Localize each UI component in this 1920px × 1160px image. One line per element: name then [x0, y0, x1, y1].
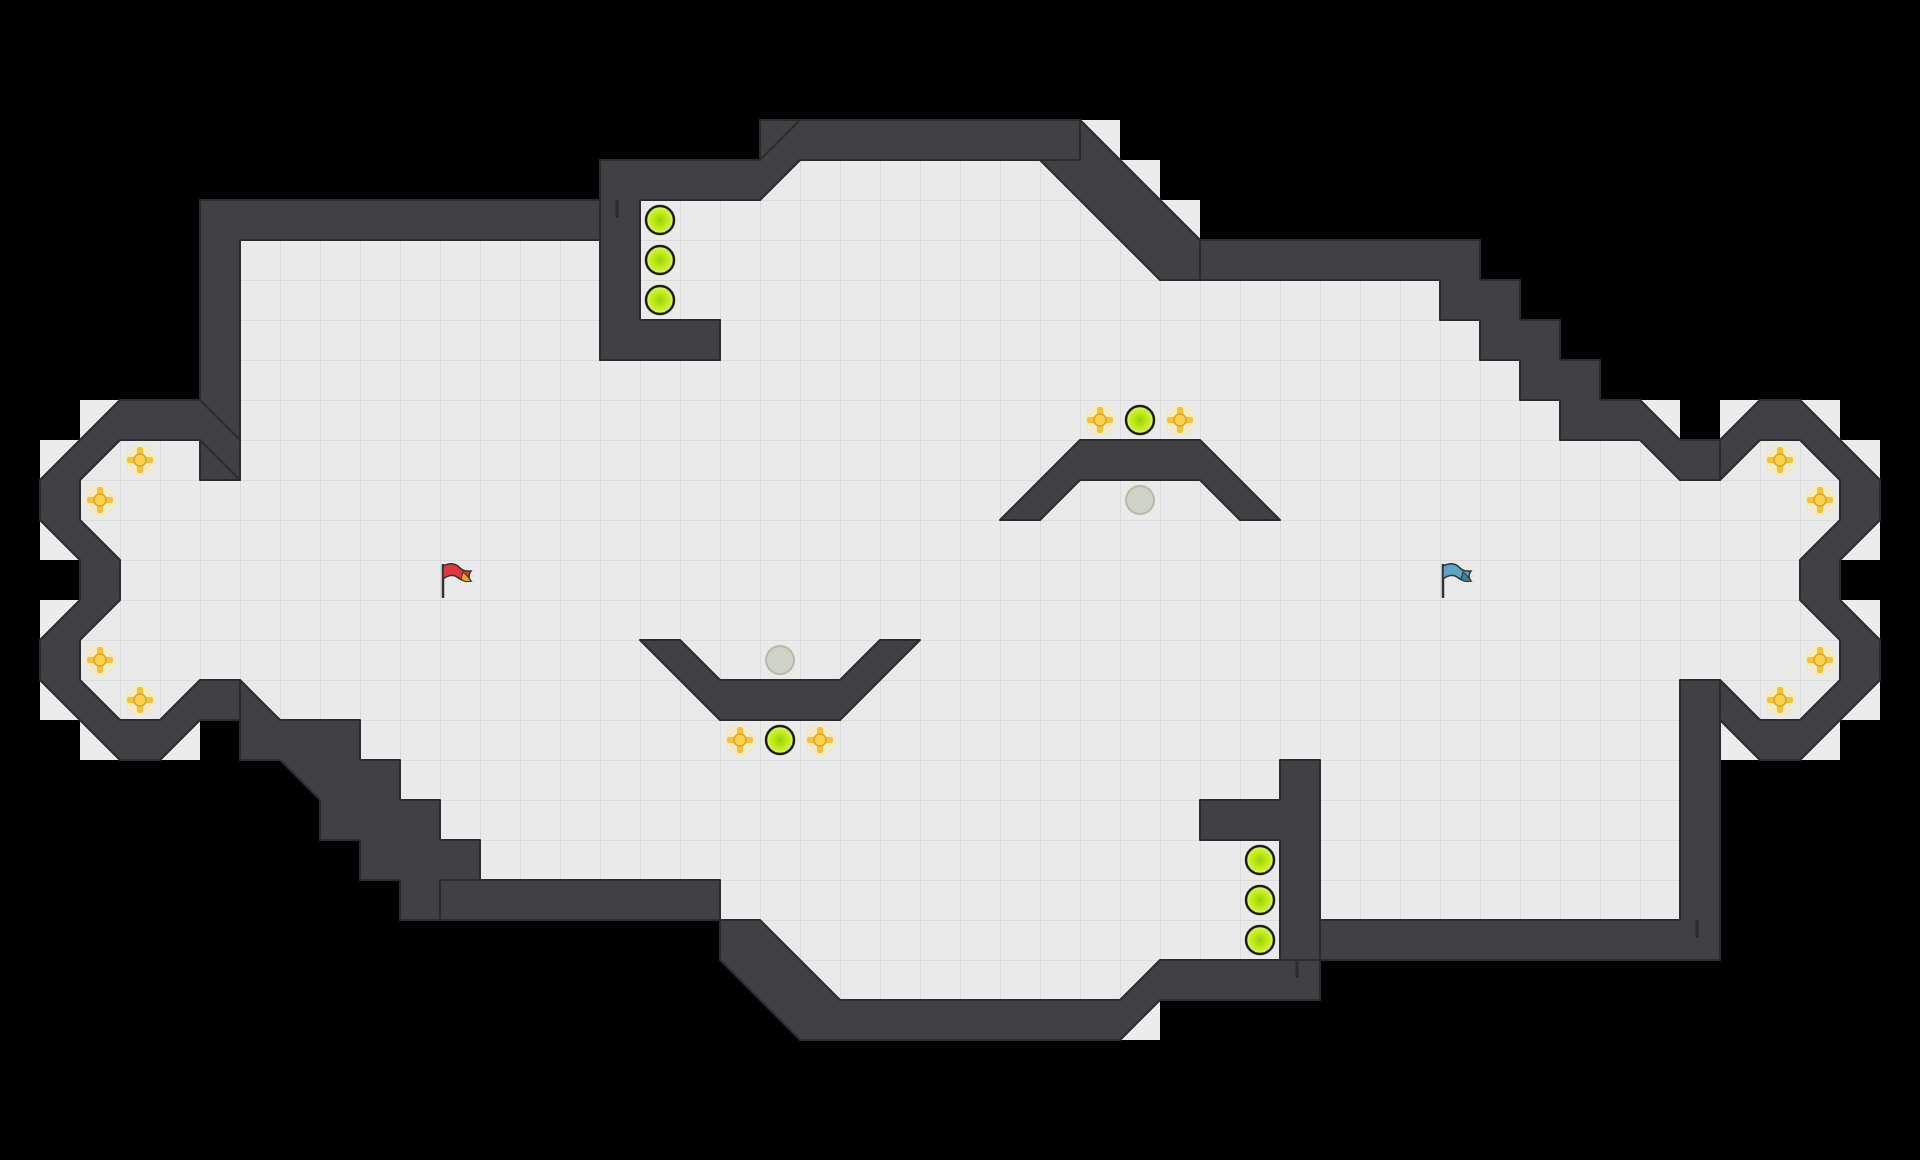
boost-pad-inactive — [765, 645, 795, 675]
boost-pad — [1244, 924, 1276, 956]
wall-bottom-right-post — [1199, 759, 1321, 1001]
wall-bottom-left — [439, 879, 721, 921]
bomb-icon — [725, 725, 755, 755]
bombs — [85, 405, 1835, 755]
boost-pad — [764, 724, 796, 756]
bomb-icon — [1765, 445, 1795, 475]
gate-ticks — [615, 200, 1699, 978]
wall-bottom-center — [719, 919, 1321, 1041]
bomb-icon — [85, 645, 115, 675]
ramp-lower — [639, 639, 921, 721]
ramp-upper — [999, 439, 1281, 521]
blue-flag-icon[interactable] — [1441, 563, 1473, 598]
wall-bottom-left-steps — [239, 679, 481, 921]
boost-pad — [1244, 844, 1276, 876]
boost-pads — [644, 204, 1276, 956]
floor — [40, 120, 1880, 1040]
walls — [39, 119, 1881, 1041]
bomb-icon — [1765, 685, 1795, 715]
boost-pad — [644, 204, 676, 236]
boost-pad — [644, 284, 676, 316]
red-flag-icon[interactable] — [441, 563, 473, 598]
wall-top-left-cap — [599, 119, 1081, 361]
bomb-icon — [1805, 485, 1835, 515]
bomb-icon — [1085, 405, 1115, 435]
bomb-icon — [1165, 405, 1195, 435]
bomb-icon — [125, 445, 155, 475]
bomb-icon — [125, 685, 155, 715]
bomb-icon — [805, 725, 835, 755]
boost-pad — [1124, 404, 1156, 436]
wall-left-bump — [39, 399, 241, 761]
bomb-icon — [85, 485, 115, 515]
bomb-icon — [1805, 645, 1835, 675]
boost-pad — [644, 244, 676, 276]
boost-pads-inactive — [765, 485, 1155, 675]
boost-pad — [1244, 884, 1276, 916]
boost-pad-inactive — [1125, 485, 1155, 515]
